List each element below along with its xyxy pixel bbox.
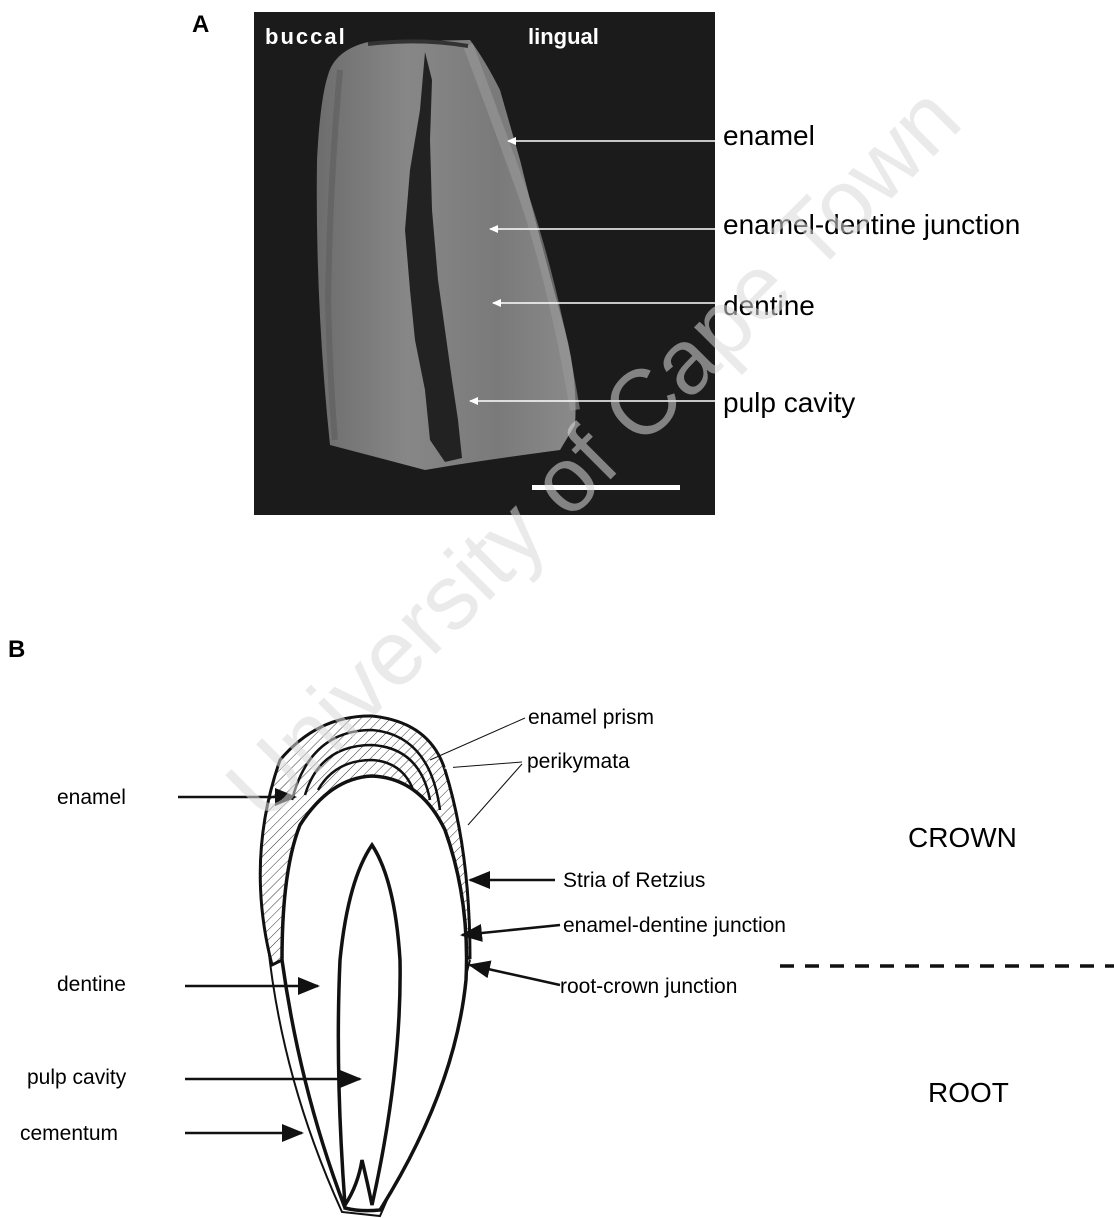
- label-b-enamel-dentine-junction: enamel-dentine junction: [563, 914, 786, 937]
- label-b-pulp-cavity: pulp cavity: [27, 1066, 127, 1089]
- pointer-perikymata-2: [468, 764, 522, 825]
- label-b-enamel-prism: enamel prism: [528, 706, 654, 729]
- panel-b: B enamel dentine pulp cavity cementum: [8, 636, 1114, 1216]
- panel-b-label: B: [8, 636, 25, 663]
- label-root: ROOT: [928, 1077, 1009, 1108]
- label-b-stria-of-retzius: Stria of Retzius: [563, 869, 705, 892]
- label-crown: CROWN: [908, 822, 1017, 853]
- pointer-perikymata-1: [445, 762, 522, 768]
- label-b-enamel: enamel: [57, 786, 126, 809]
- pointer-enamel-prism: [430, 718, 525, 760]
- lingual-label: lingual: [528, 24, 599, 49]
- label-a-pulp-cavity: pulp cavity: [723, 387, 855, 418]
- label-b-dentine: dentine: [57, 973, 126, 996]
- label-b-perikymata: perikymata: [527, 750, 630, 773]
- buccal-label: buccal: [265, 24, 347, 49]
- label-a-enamel: enamel: [723, 120, 815, 151]
- panel-a-label: A: [192, 11, 209, 38]
- label-b-cementum: cementum: [20, 1122, 118, 1145]
- arrow-b-rcj: [470, 965, 560, 985]
- arrow-b-ejd: [462, 925, 560, 935]
- label-b-root-crown-junction: root-crown junction: [560, 975, 737, 998]
